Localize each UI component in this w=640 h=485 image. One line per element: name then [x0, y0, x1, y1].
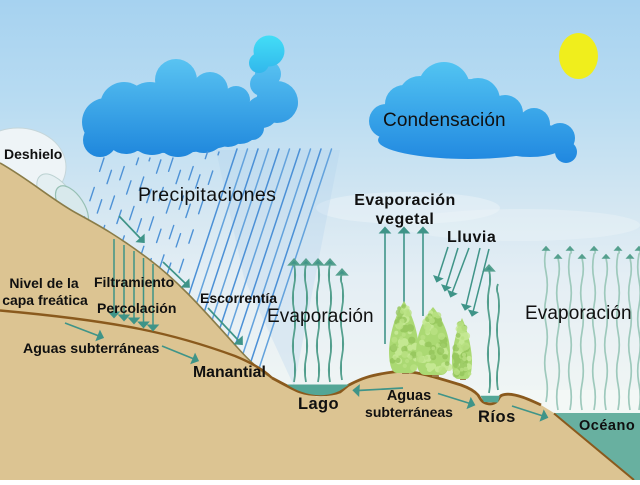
svg-text:Condensación: Condensación: [383, 110, 506, 131]
svg-text:Evaporación: Evaporación: [525, 303, 632, 324]
svg-text:Percolación: Percolación: [97, 300, 176, 316]
svg-text:Océano: Océano: [579, 418, 635, 434]
svg-text:Nivel de la: Nivel de la: [9, 275, 78, 291]
svg-text:Manantial: Manantial: [193, 364, 266, 381]
svg-text:capa freática: capa freática: [2, 292, 88, 308]
svg-text:Escorrentía: Escorrentía: [200, 290, 277, 306]
svg-text:Deshielo: Deshielo: [4, 146, 62, 162]
svg-text:Aguas: Aguas: [387, 388, 431, 404]
svg-text:Evaporación: Evaporación: [354, 192, 456, 209]
svg-text:Precipitaciones: Precipitaciones: [138, 184, 276, 206]
svg-text:Lluvia: Lluvia: [447, 229, 496, 246]
svg-text:Evaporación: Evaporación: [267, 306, 374, 327]
svg-text:subterráneas: subterráneas: [365, 404, 453, 420]
svg-text:Lago: Lago: [298, 395, 339, 413]
svg-text:vegetal: vegetal: [376, 211, 435, 228]
svg-text:Aguas subterráneas: Aguas subterráneas: [23, 341, 160, 357]
svg-text:Ríos: Ríos: [478, 408, 516, 426]
svg-text:Filtramiento: Filtramiento: [94, 274, 174, 290]
